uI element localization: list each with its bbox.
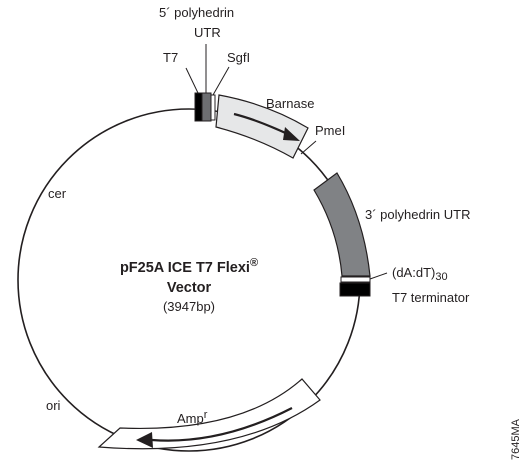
t7-label: T7: [163, 50, 178, 65]
polyhedrin3-label: 3´ polyhedrin UTR: [365, 207, 471, 222]
sgfi-label: SgfI: [227, 50, 250, 65]
ampr-superscript: r: [204, 409, 208, 421]
t7-promoter-feature: [194, 92, 203, 122]
registered-mark: ®: [250, 257, 258, 269]
dadt-feature: [340, 276, 371, 283]
dadt-label: (dA:dT)30: [392, 265, 448, 283]
barnase-label: Barnase: [266, 96, 314, 111]
polyhedrin-5utr-feature: [201, 92, 212, 122]
polyhedrin5-label: 5´ polyhedrin: [159, 5, 234, 20]
ampr-arrowhead-icon: [136, 432, 153, 448]
polyhedrin-3utr-feature: [313, 172, 371, 277]
cer-label: cer: [48, 186, 67, 201]
barnase-gene-feature: [215, 94, 309, 159]
t7-leader-line: [185, 67, 199, 94]
ampr-gene-feature: [97, 378, 321, 450]
vector-title-line2: Vector: [167, 280, 212, 296]
vector-title: pF25A ICE T7 Flexi®: [120, 257, 258, 276]
pmei-leader-line: [300, 140, 317, 155]
ampr-label: Ampr: [177, 409, 208, 426]
ampr-direction-arrow: [151, 407, 293, 442]
sgfi-site-band: [210, 94, 216, 121]
polyhedrin5-utr-label: UTR: [194, 25, 221, 40]
vector-size: (3947bp): [163, 299, 215, 314]
pmei-label: PmeI: [315, 123, 345, 138]
dadt-leader-line: [369, 272, 388, 280]
sgfi-leader-line: [212, 66, 230, 96]
dadt-subscript: 30: [435, 271, 447, 283]
barnase-arrowhead-icon: [283, 127, 300, 141]
ori-label: ori: [46, 398, 61, 413]
t7-terminator-feature: [339, 282, 371, 297]
catalog-code: 7645MA: [510, 418, 522, 460]
t7-terminator-label: T7 terminator: [392, 290, 470, 305]
